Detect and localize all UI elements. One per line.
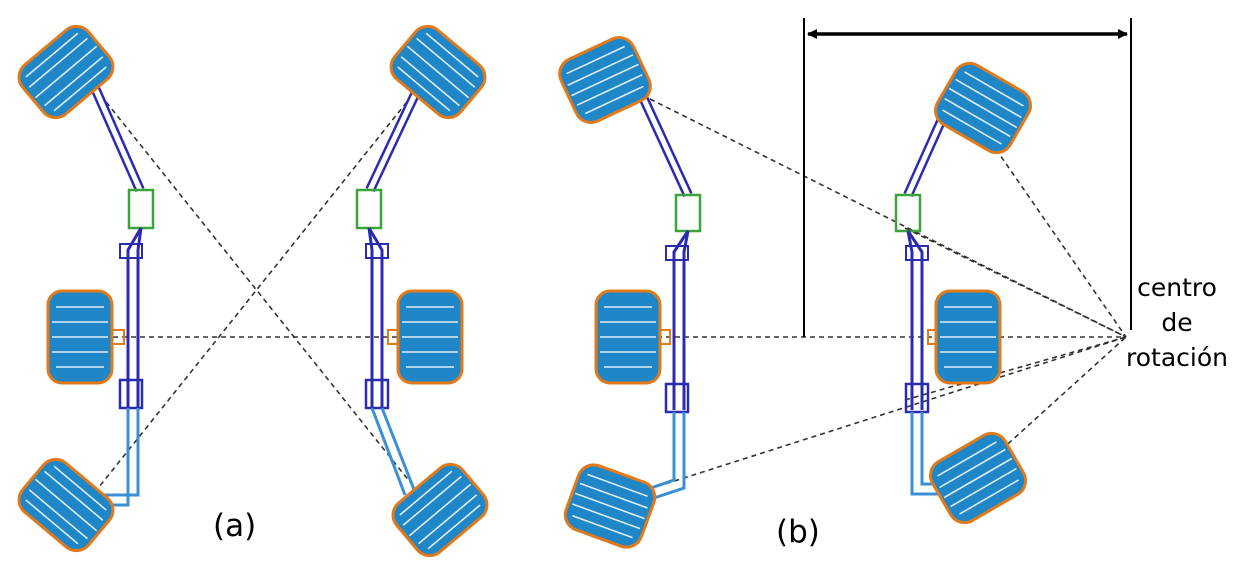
panel-b-diagram — [558, 18, 1132, 549]
rotation-center-line-3: rotación — [1126, 343, 1228, 372]
dimension-bracket — [803, 18, 1132, 337]
panel-a-wheel-middle-right — [396, 289, 464, 385]
panel-a-right-frame — [355, 85, 423, 496]
panel-a-wheel-rear-right — [391, 462, 489, 558]
panel-b-wheel-front-left — [558, 36, 652, 124]
panel-a-diagram — [17, 24, 489, 558]
rotation-center-line-2: de — [1161, 308, 1193, 337]
panel-b-wheel-rear-left — [563, 463, 657, 549]
panel-b-wheel-front-right — [933, 61, 1033, 155]
panel-a-wheel-front-right — [389, 24, 487, 120]
panel-b-wheel-middle-right — [934, 289, 1002, 385]
panel-a-wheel-front-left — [17, 24, 115, 120]
rotation-center-line-1: centro — [1137, 273, 1217, 302]
panel-b-wheel-middle-left — [594, 289, 662, 385]
panel-a-reference-lines — [94, 87, 420, 493]
rotation-center-label: centro de rotación — [1118, 270, 1236, 375]
panel-a-label: (a) — [213, 508, 257, 544]
panel-b-label: (b) — [776, 514, 820, 550]
panel-b-wheel-rear-right — [928, 431, 1028, 525]
panel-b-left-frame — [637, 92, 702, 502]
panel-b-reference-lines — [630, 89, 1127, 493]
panel-a-wheel-middle-left — [46, 289, 114, 385]
panel-a-wheel-rear-left — [17, 457, 115, 553]
